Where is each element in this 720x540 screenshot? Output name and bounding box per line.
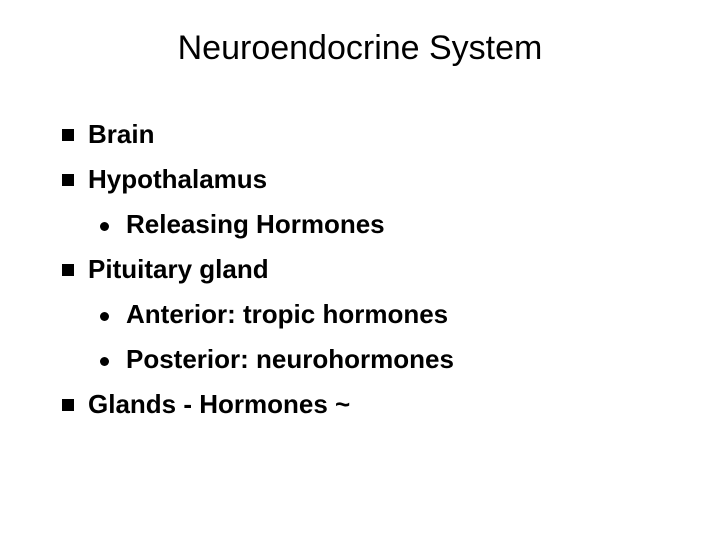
bullet-item: Pituitary gland	[0, 247, 720, 292]
bullet-label: Hypothalamus	[88, 164, 268, 194]
bullet-label: Anterior: tropic hormones	[126, 299, 449, 329]
round-bullet-icon	[100, 357, 109, 366]
bullet-label: Releasing Hormones	[126, 209, 385, 239]
bullet-label: Pituitary gland	[88, 254, 269, 284]
bullet-item: Hypothalamus	[0, 157, 720, 202]
square-bullet-icon	[62, 264, 74, 276]
bullet-item: Posterior: neurohormones	[0, 337, 720, 382]
square-bullet-icon	[62, 129, 74, 141]
square-bullet-icon	[62, 399, 74, 411]
round-bullet-icon	[100, 222, 109, 231]
slide-bullet-list: Brain Hypothalamus Releasing Hormones Pi…	[0, 112, 720, 427]
bullet-item: Releasing Hormones	[0, 202, 720, 247]
bullet-label: Glands - Hormones ~	[88, 389, 351, 419]
bullet-item: Brain	[0, 112, 720, 157]
square-bullet-icon	[62, 174, 74, 186]
bullet-item: Anterior: tropic hormones	[0, 292, 720, 337]
slide-title: Neuroendocrine System	[177, 29, 543, 67]
bullet-label: Brain	[88, 119, 155, 149]
bullet-label: Posterior: neurohormones	[126, 344, 454, 374]
bullet-item: Glands - Hormones ~	[0, 382, 720, 427]
round-bullet-icon	[100, 312, 109, 321]
